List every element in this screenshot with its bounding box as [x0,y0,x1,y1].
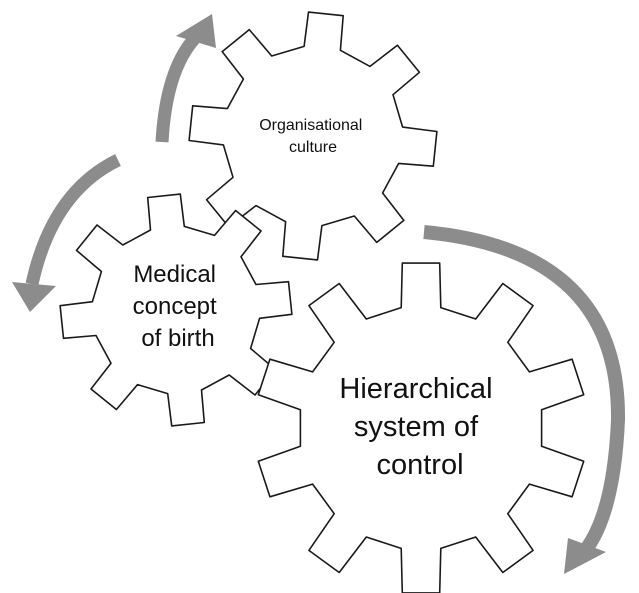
cycle-arrow-top [155,14,216,143]
gear-organisational-culture [188,11,438,261]
cycle-arrow-left [12,154,121,312]
gear-hierarchical-system-of-control [257,262,585,593]
cycle-arrow-right [423,225,626,574]
label-line: control [376,449,463,481]
gear-label-hierarchical-system-of-control: Hierarchical system of control [339,373,500,481]
label-line: Hierarchical [339,373,492,405]
gear-label-organisational-culture: Organisational culture [259,117,367,156]
gear-label-medical-concept-of-birth: Medical concept of birth [133,261,224,352]
gear-medical-concept-of-birth [59,193,293,427]
label-line: system of [354,411,479,443]
label-line: concept [133,293,217,320]
label-line: of birth [141,325,214,352]
label-line: Medical [133,261,216,288]
label-line: culture [289,139,337,156]
label-line: Organisational [259,117,362,134]
